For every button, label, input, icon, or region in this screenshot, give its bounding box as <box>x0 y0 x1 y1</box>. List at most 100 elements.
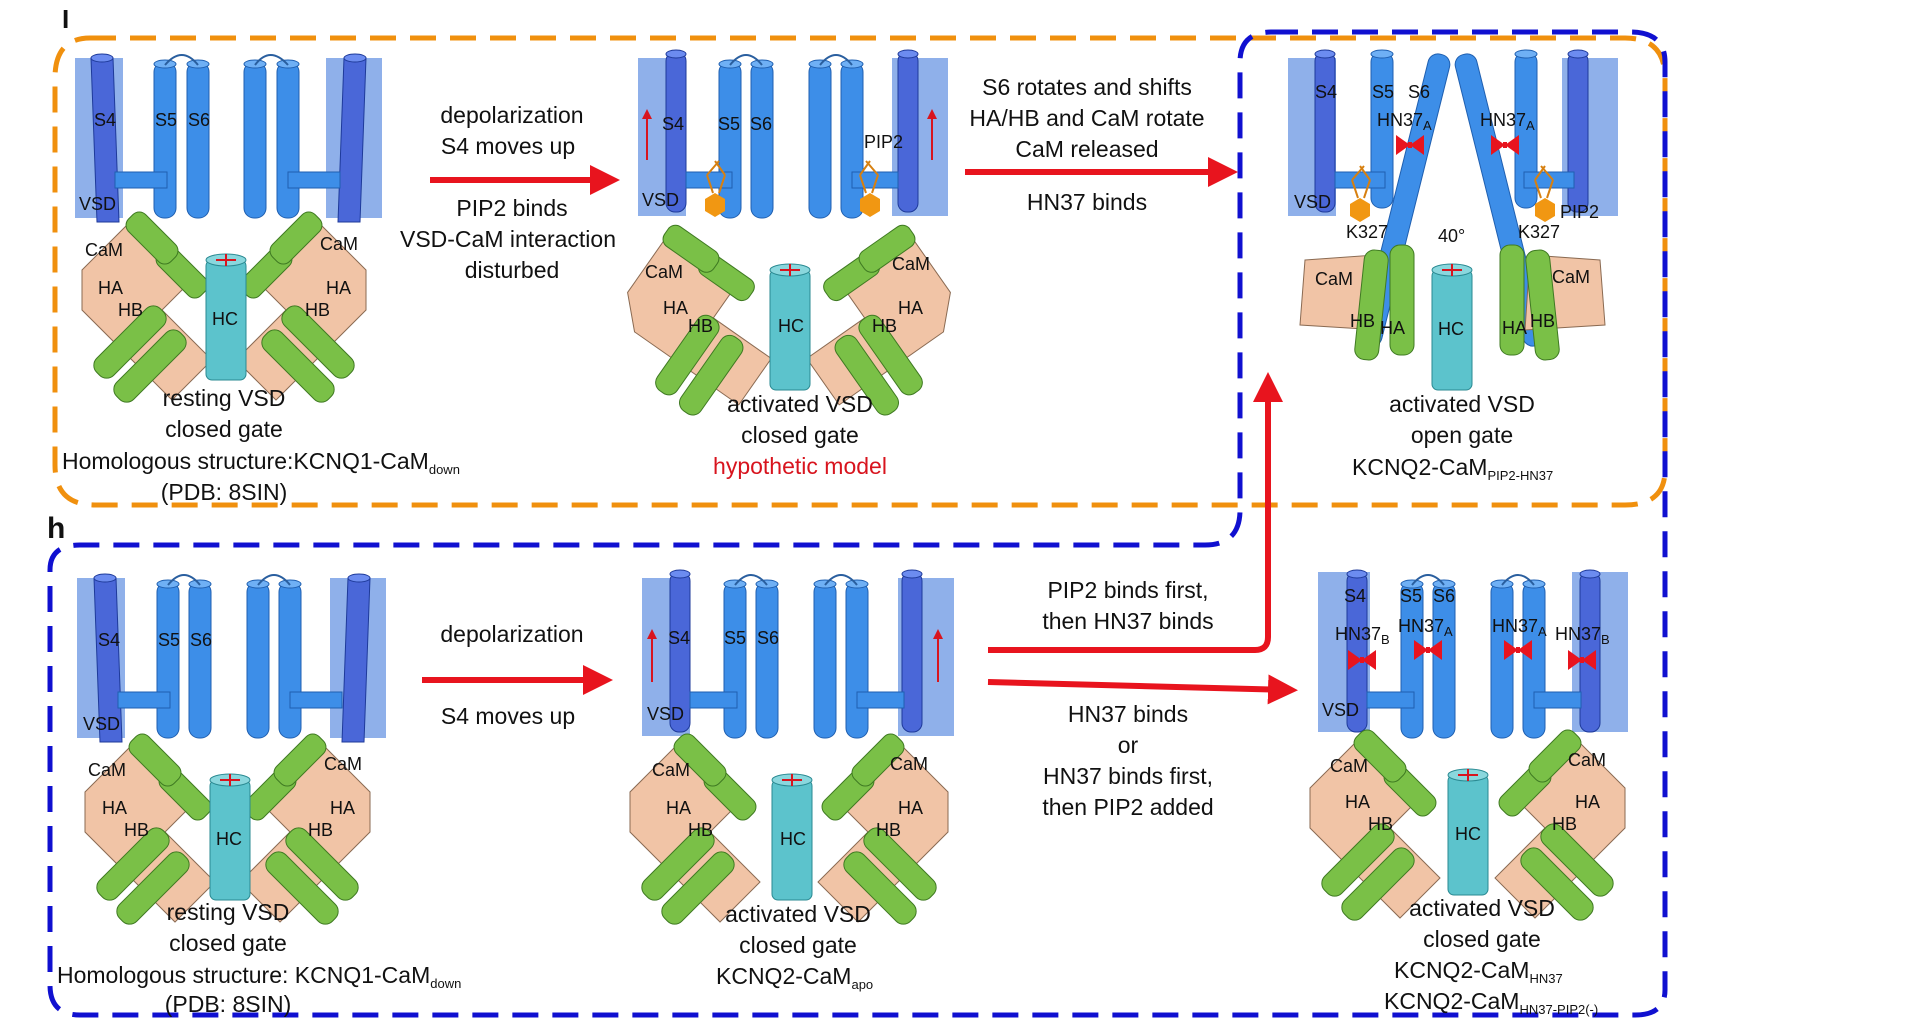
labels-ha-text: HA <box>330 798 355 818</box>
bottom-row-arrow-right-label-4-text: then PIP2 added <box>1042 794 1213 820</box>
bottom-row-hn37-bound-line3-sub-text: HN37 <box>1529 971 1562 986</box>
bottom-row-hn37-bound-line4-main-text: KCNQ2-CaM <box>1384 988 1519 1014</box>
bottom-row-arrow-right-label-3-text: HN37 binds first, <box>1043 763 1213 789</box>
bottom-row-hn37-bound-line3-main-text: KCNQ2-CaM <box>1394 957 1529 983</box>
labels-ha-text: HA <box>666 798 691 818</box>
labels-vsd-text: VSD <box>647 704 684 724</box>
labels-hb-text: HB <box>1552 814 1577 834</box>
labels-hn37-text: HN37 <box>1480 110 1526 130</box>
labels-ha-text: HA <box>102 798 127 818</box>
bottom-row-activated-line1-text: activated VSD <box>725 901 871 927</box>
structure-bottom-resting: S4 S5 S6 VSD CaM CaM HA HB HA HB HC <box>77 573 386 929</box>
top-row-arrow1-below-1-text: PIP2 binds <box>456 195 567 221</box>
structure-bottom-activated-apo: S4 S5 S6 VSD CaM CaM HA HB HA HB HC <box>629 569 954 929</box>
bottom-row-hn37-bound-line2-text: closed gate <box>1423 926 1541 952</box>
labels-s4-text: S4 <box>668 628 690 648</box>
labels-vsd-text: VSD <box>83 714 120 734</box>
top-row-activated-line2-text: closed gate <box>741 422 859 448</box>
labels-hb-text: HB <box>688 820 713 840</box>
top-row-frame <box>52 35 1668 508</box>
labels-ha-text: HA <box>663 298 688 318</box>
labels-sub-a-text: A <box>1423 118 1432 133</box>
labels-s5-text: S5 <box>158 630 180 650</box>
label-text: KCNQ2-CaMHN37 <box>1394 957 1563 986</box>
label-text: KCNQ2-CaMHN37-PIP2(-) <box>1384 988 1598 1017</box>
label-text: HN37B <box>1555 624 1610 647</box>
bottom-row-arrow-right-label-1-text: HN37 binds <box>1068 701 1188 727</box>
labels-cam-text: CaM <box>1315 269 1353 289</box>
top-row-arrow1-below-3-text: disturbed <box>465 257 560 283</box>
bottom-row-arrow-right-label-2-text: or <box>1118 732 1139 758</box>
label-text: KCNQ2-CaMapo <box>716 963 873 992</box>
labels-hb-text: HB <box>124 820 149 840</box>
top-row-arrow2-above-1-text: S6 rotates and shifts <box>982 74 1192 100</box>
labels-hc-text: HC <box>778 316 804 336</box>
bottom-row-resting-line1-text: resting VSD <box>167 899 290 925</box>
top-row-arrow1-below-2-text: VSD-CaM interaction <box>400 226 616 252</box>
bottom-row-arrow-up-label-2-text: then HN37 binds <box>1042 608 1213 634</box>
top-row-arrow1-above-2-text: S4 moves up <box>441 133 575 159</box>
top-row-open-line1-text: activated VSD <box>1389 391 1535 417</box>
labels-s6-text: S6 <box>1433 586 1455 606</box>
label-text: Homologous structure: KCNQ1-CaMdown <box>57 962 461 991</box>
bottom-row-resting-line2-text: closed gate <box>169 930 287 956</box>
labels-cam-text: CaM <box>1552 267 1590 287</box>
labels-hc-text: HC <box>1438 319 1464 339</box>
labels-cam-text: CaM <box>88 760 126 780</box>
labels-vsd-text: VSD <box>79 194 116 214</box>
top-row-open-line3-sub-text: PIP2-HN37 <box>1487 468 1553 483</box>
top-row-open-line3-main-text: KCNQ2-CaM <box>1352 454 1487 480</box>
label-text: KCNQ2-CaMPIP2-HN37 <box>1352 454 1553 483</box>
labels-hn37-text: HN37 <box>1377 110 1423 130</box>
panel-label-bottom: h <box>47 512 65 545</box>
top-row-resting-line2-text: closed gate <box>165 416 283 442</box>
top-row-resting-line1-text: resting VSD <box>163 385 286 411</box>
bottom-row-arrow1-above-text: depolarization <box>440 621 583 647</box>
labels-cam-text: CaM <box>890 754 928 774</box>
labels-ha-text: HA <box>898 798 923 818</box>
labels-cam-text: CaM <box>652 760 690 780</box>
labels-s4-text: S4 <box>1344 586 1366 606</box>
labels-s4-text: S4 <box>662 114 684 134</box>
top-row-open-line2-text: open gate <box>1411 422 1513 448</box>
labels-sub-a-text: A <box>1538 624 1547 639</box>
labels-s5-text: S5 <box>724 628 746 648</box>
top-row-resting-line3-sub-text: down <box>429 462 460 477</box>
labels-sub-a-text: A <box>1444 624 1453 639</box>
labels-ha-text: HA <box>898 298 923 318</box>
structure-bottom-hn37-bound: S4 S5 S6 HN37B HN37A HN37A HN37B VSD CaM… <box>1309 569 1628 925</box>
bottom-row-resting-line4-text: (PDB: 8SIN) <box>165 991 292 1017</box>
labels-s4-text: S4 <box>98 630 120 650</box>
labels-s6-text: S6 <box>188 110 210 130</box>
labels-ha-text: HA <box>1345 792 1370 812</box>
labels-hb-text: HB <box>876 820 901 840</box>
bottom-row-hn37-bound-line4-sub-text: HN37-PIP2(-) <box>1519 1002 1598 1017</box>
labels-sub-a-text: A <box>1526 118 1535 133</box>
labels-cam-text: CaM <box>320 234 358 254</box>
labels-ha-text: HA <box>1502 318 1527 338</box>
labels-ha-text: HA <box>1380 318 1405 338</box>
hypothetic-model-label: hypothetic model <box>713 453 887 479</box>
labels-s4-text: S4 <box>1315 82 1337 102</box>
bottom-row-activated-line2-text: closed gate <box>739 932 857 958</box>
labels-ha-text: HA <box>98 278 123 298</box>
labels-vsd-text: VSD <box>1322 700 1359 720</box>
labels-hc-text: HC <box>216 829 242 849</box>
top-row-arrow2-above-2-text: HA/HB and CaM rotate <box>969 105 1204 131</box>
label-text: HN37A <box>1480 110 1535 133</box>
top-row-arrow1-above-1-text: depolarization <box>440 102 583 128</box>
labels-s5-text: S5 <box>718 114 740 134</box>
labels-hb-text: HB <box>1530 311 1555 331</box>
labels-sub-b-text: B <box>1601 632 1610 647</box>
labels-hb-text: HB <box>118 300 143 320</box>
label-text: HN37B <box>1335 624 1390 647</box>
labels-cam-text: CaM <box>1568 750 1606 770</box>
labels-k327-text: K327 <box>1518 222 1560 242</box>
labels-hn37-text: HN37 <box>1555 624 1601 644</box>
labels-hc-text: HC <box>780 829 806 849</box>
label-text: Homologous structure:KCNQ1-CaMdown <box>62 448 460 477</box>
labels-s5-text: S5 <box>155 110 177 130</box>
labels-pip2-text: PIP2 <box>1560 202 1599 222</box>
top-row-resting-line3-main-text: Homologous structure:KCNQ1-CaM <box>62 448 429 474</box>
